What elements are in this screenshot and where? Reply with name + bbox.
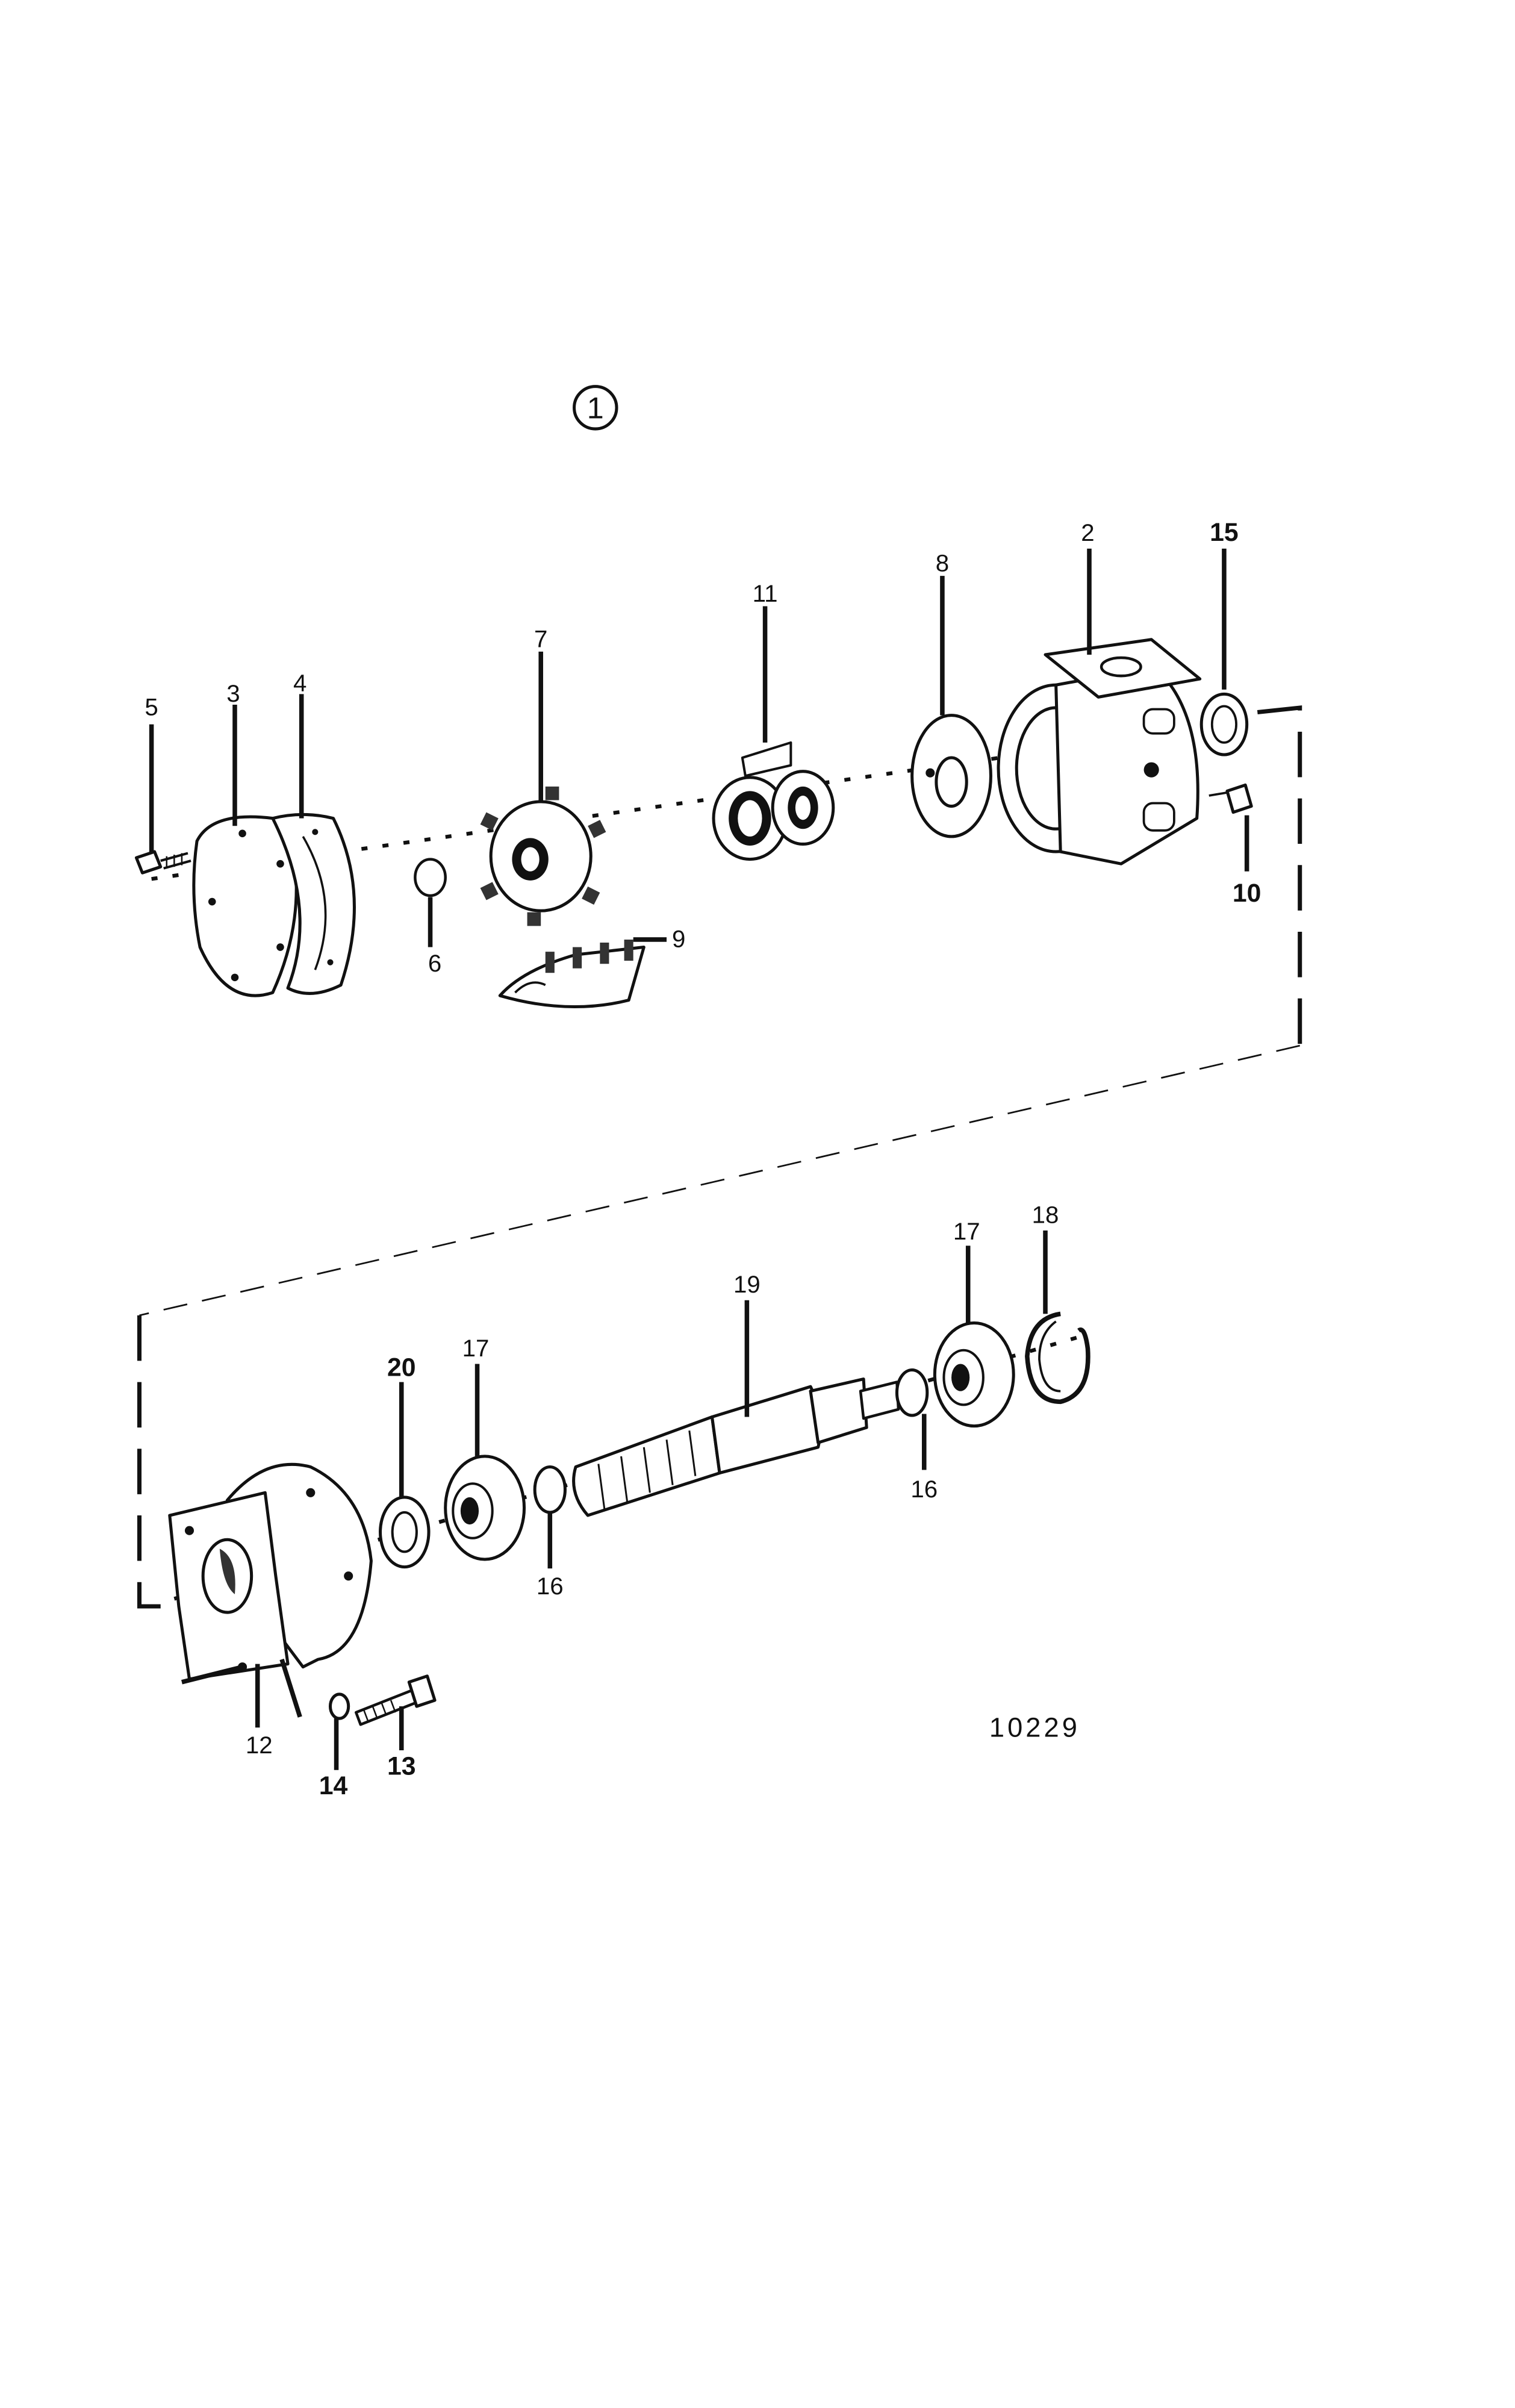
- part-3-cover-plate: [192, 815, 298, 997]
- assembly-connector-upper: [1257, 705, 1302, 1046]
- callout-11: 11: [753, 580, 778, 607]
- callout-labels: 2 3 4 5 6 7 8 9 10 11 12 13 14 15 16 16 …: [145, 518, 1261, 1800]
- callout-8: 8: [936, 550, 949, 577]
- part-16-circlip-right: [895, 1368, 929, 1417]
- part-9-cam-insert: [498, 939, 646, 1008]
- leader-lines: [149, 548, 1249, 1770]
- part-17-ball-bearing-left: [444, 1455, 526, 1561]
- callout-16-left: 16: [537, 1573, 564, 1600]
- callout-13: 13: [387, 1751, 416, 1780]
- callout-9: 9: [672, 926, 685, 953]
- callout-16-right: 16: [910, 1476, 938, 1503]
- part-6-o-ring: [414, 858, 447, 897]
- part-5-screw: [134, 850, 191, 875]
- part-16-circlip-left: [533, 1465, 567, 1514]
- callout-18: 18: [1032, 1201, 1059, 1228]
- callout-5: 5: [145, 694, 158, 721]
- callout-4: 4: [293, 669, 306, 696]
- part-15-sealing-ring: [1199, 692, 1249, 756]
- callout-3: 3: [226, 680, 240, 707]
- drawing-number: 10229: [989, 1712, 1080, 1742]
- view-number-badge: 1: [573, 385, 618, 431]
- callout-19: 19: [733, 1271, 761, 1298]
- view-number-text: 1: [587, 390, 604, 425]
- callout-17-right: 17: [953, 1218, 980, 1245]
- part-17-ball-bearing-right: [933, 1321, 1015, 1428]
- part-8-wear-plate: [910, 714, 992, 838]
- callout-20: 20: [387, 1353, 416, 1382]
- callout-2: 2: [1081, 519, 1094, 546]
- part-12-bearing-housing: [168, 1462, 373, 1681]
- callout-15: 15: [1210, 518, 1239, 547]
- callout-12: 12: [246, 1732, 273, 1759]
- part-11-shaft-seal: [712, 741, 835, 861]
- part-10-plug: [1209, 783, 1253, 814]
- part-2-pump-housing: [997, 638, 1202, 866]
- part-13-bolt: [354, 1674, 437, 1726]
- assembly-connector-lower: [137, 1315, 179, 1609]
- part-19-shaft: [572, 1377, 900, 1517]
- callout-6: 6: [428, 950, 441, 977]
- callout-17-left: 17: [462, 1335, 490, 1362]
- assembly-connector-diagonal: [139, 1044, 1301, 1317]
- part-20-seal-ring: [379, 1496, 431, 1569]
- part-7-impeller: [480, 786, 606, 926]
- part-18-retaining-ring: [1025, 1311, 1090, 1405]
- callout-7: 7: [534, 625, 547, 652]
- callout-10: 10: [1233, 879, 1261, 908]
- part-14-washer: [328, 1692, 350, 1720]
- callout-14: 14: [319, 1771, 348, 1800]
- part-4-gasket: [271, 813, 356, 995]
